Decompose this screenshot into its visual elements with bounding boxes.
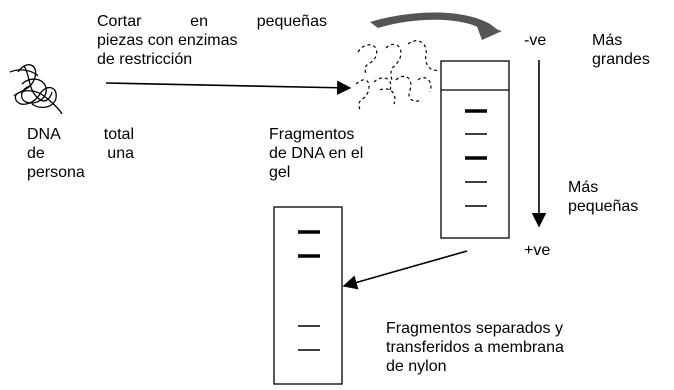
total-dna-label: DNA total de una persona xyxy=(27,126,134,181)
gel-box xyxy=(440,60,510,239)
negative-pole-label: -ve xyxy=(524,32,547,49)
positive-pole-label: +ve xyxy=(524,242,551,259)
cut-arrow xyxy=(105,80,352,95)
gel-fragments-label: Fragmentos de DNA en el gel xyxy=(269,126,364,181)
cut-instruction-label: Cortar en pequeñas piezas con enzimas de… xyxy=(97,13,327,68)
curved-arrow-icon xyxy=(370,12,498,34)
larger-fragments-label: Más grandes xyxy=(592,32,650,68)
dna-tangle-icon xyxy=(9,64,63,115)
transfer-arrow xyxy=(342,250,468,290)
digested-fragments-icon xyxy=(355,40,439,111)
smaller-fragments-label: Más pequeñas xyxy=(568,179,639,215)
membrane-box xyxy=(273,206,343,385)
transfer-label: Fragmentos separados y transferidos a me… xyxy=(386,320,564,375)
